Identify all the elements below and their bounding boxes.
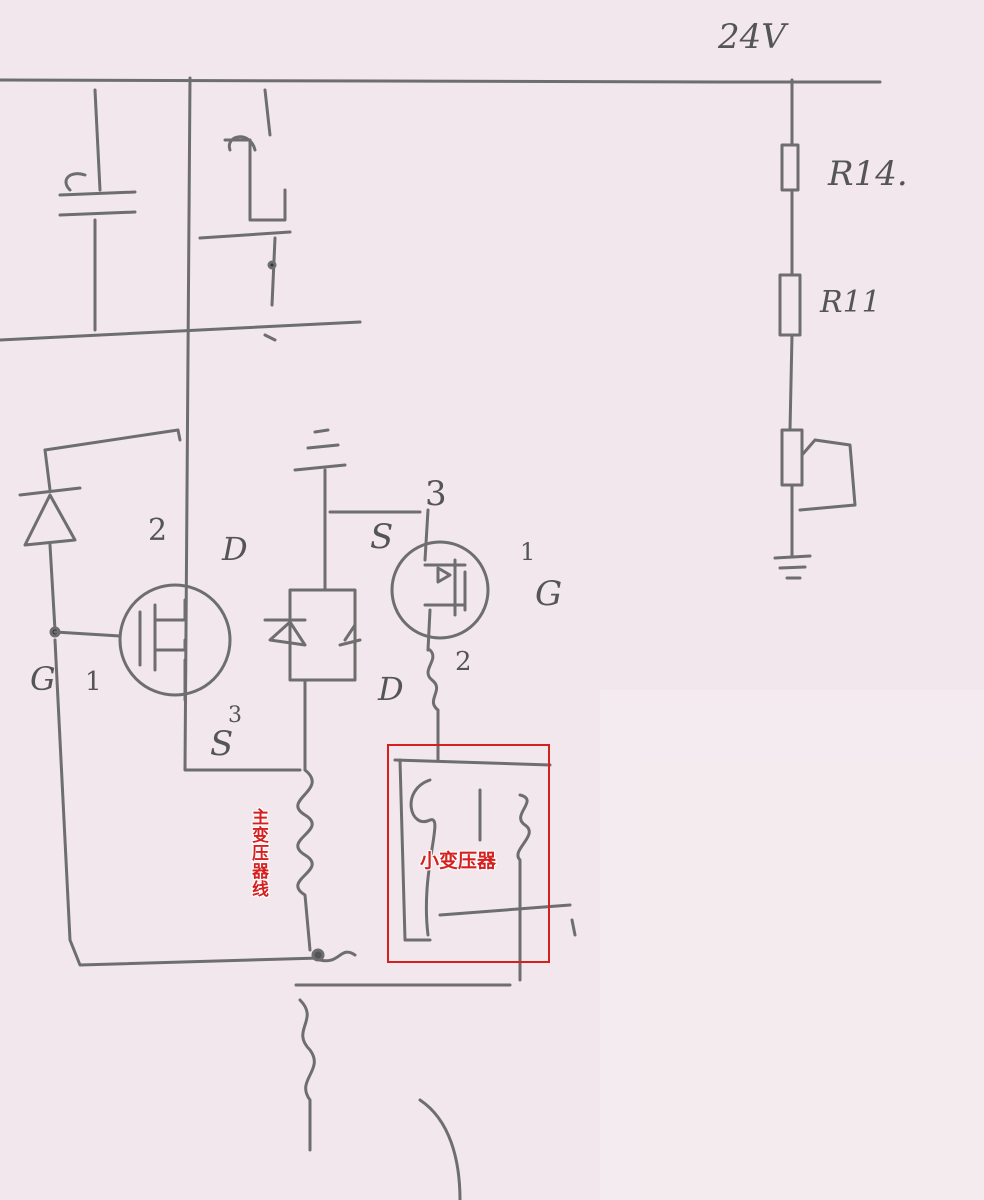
label-q1-pin3: 3 (228, 703, 242, 728)
label-q2-pin2: 2 (455, 647, 472, 677)
paper-stain (600, 690, 984, 1200)
label-q1-source: S (210, 724, 233, 764)
label-r14: R14. (827, 154, 908, 194)
label-24v: 24V (717, 17, 789, 57)
label-q2-gate: G (535, 574, 562, 614)
top-left-component (58, 88, 137, 332)
label-q1-pin2: 2 (148, 513, 167, 548)
mosfet-q1 (118, 583, 232, 702)
label-q2-pin3: 3 (425, 474, 447, 514)
small-transformer-annotation: 小变压器 (420, 850, 497, 872)
top-middle-component (198, 88, 292, 342)
small-transformer-drawing (393, 758, 572, 982)
main-winding (294, 768, 512, 1152)
small-transformer-highlight-box (387, 744, 550, 963)
label-q2-pin1: 1 (520, 538, 535, 566)
mosfet-q2 (390, 508, 490, 652)
right-ground-mark (570, 918, 577, 937)
label-q2-source: S (370, 517, 393, 557)
main-bus (183, 76, 302, 772)
label-q2-drain: D (377, 670, 404, 708)
r14-r11-chain (773, 78, 857, 580)
left-diode (18, 428, 322, 967)
q2-drain-path (426, 648, 440, 762)
label-q1-drain: D (221, 530, 248, 568)
label-q1-gate: G (30, 660, 56, 698)
label-q1-pin1: 1 (85, 667, 102, 697)
main-winding-annotation: 主变压器线 (248, 808, 268, 898)
supply-rail (0, 78, 882, 84)
middle-ground-zener (263, 428, 422, 772)
label-r11: R11 (819, 285, 881, 320)
bottom-curve (418, 1098, 462, 1200)
top-frame (0, 320, 362, 342)
